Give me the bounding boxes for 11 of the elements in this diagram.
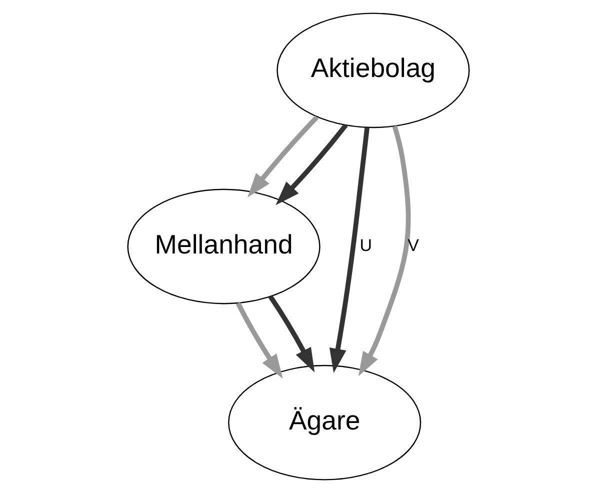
arrow <box>268 295 314 372</box>
arrow <box>358 125 410 376</box>
edge-label: V <box>407 236 418 255</box>
arrow <box>275 124 348 206</box>
node-ellipse: Ägare <box>228 364 421 480</box>
arrow <box>328 127 369 373</box>
arrow <box>247 116 318 198</box>
node-ellipse: Mellanhand <box>126 188 320 304</box>
node-ellipse: Aktiebolag <box>276 12 470 128</box>
edge-label: U <box>359 236 372 255</box>
arrow <box>235 302 282 378</box>
